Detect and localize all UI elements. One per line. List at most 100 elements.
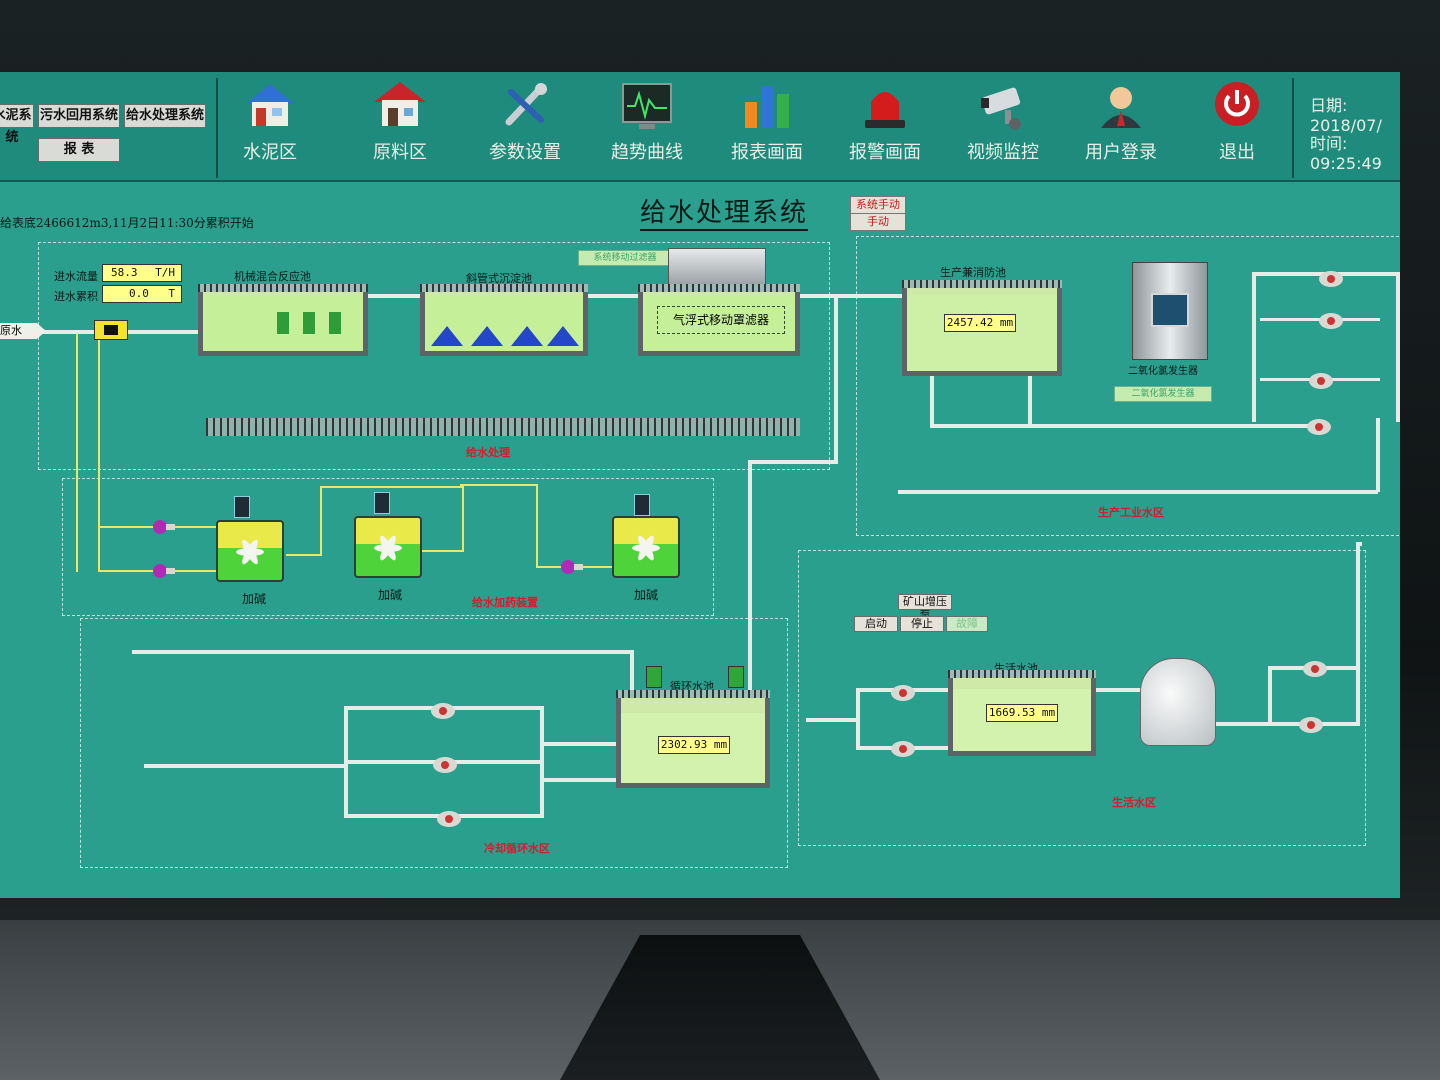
time-value: 09:25:49: [1310, 154, 1382, 173]
tank-fill: [907, 295, 1057, 371]
filter-machine-icon: [668, 248, 766, 286]
nav-report-screen[interactable]: 报表画面: [712, 80, 822, 176]
pump-icon[interactable]: [1318, 270, 1344, 288]
mixing-reaction-tank: [198, 284, 368, 356]
chlorine-generator-icon: [1132, 262, 1208, 360]
pipe: [144, 764, 348, 768]
pipe: [930, 372, 934, 426]
pipe: [540, 778, 620, 782]
report-button[interactable]: 报 表: [38, 138, 120, 162]
nav-exit[interactable]: 退出: [1182, 80, 1292, 176]
tab-water-supply[interactable]: 给水处理系统: [124, 104, 206, 128]
tab-wastewater-reuse[interactable]: 污水回用系统: [38, 104, 120, 128]
inlet-valve[interactable]: [94, 320, 128, 340]
total-label: 进水累积: [54, 290, 98, 303]
alarm-light-icon: [857, 80, 913, 132]
nav-cement-area[interactable]: 水泥区: [215, 80, 325, 176]
motor-icon: [234, 496, 250, 518]
pump-icon[interactable]: [1306, 418, 1332, 436]
dosing-tank-3[interactable]: [612, 516, 680, 578]
generator-panel: [1151, 293, 1189, 327]
mixer-label: 加碱: [634, 588, 659, 602]
pipe: [1396, 272, 1400, 422]
nav-label: 报警画面: [849, 142, 921, 163]
nav-trend-curves[interactable]: 趋势曲线: [592, 80, 702, 176]
bar-chart-icon: [739, 80, 795, 132]
industrial-pipe: [898, 490, 1378, 494]
agitator-icon: [329, 312, 341, 334]
trend-monitor-icon: [619, 80, 675, 132]
pipe: [540, 742, 620, 746]
pump-icon[interactable]: [1298, 716, 1324, 734]
pipe: [540, 706, 544, 818]
cooling-zone: [80, 618, 788, 868]
nav-label: 报表画面: [731, 142, 803, 163]
meter-note: 给表底2466612m3,11月2日11:30分累积开始: [0, 216, 254, 230]
pipe: [1028, 372, 1032, 426]
nav-label: 参数设置: [489, 142, 561, 163]
tank-grating: [616, 690, 770, 698]
filter-banner: 系统移动过滤器: [578, 250, 672, 266]
pipe: [1094, 688, 1144, 692]
total-value: 0.0: [129, 287, 149, 300]
pump-icon[interactable]: [432, 756, 458, 774]
nav-separator: [1292, 78, 1294, 178]
tank-grating: [948, 670, 1096, 678]
time-label: 时间:: [1310, 134, 1348, 153]
pipe: [1358, 542, 1362, 546]
settler-cones: [431, 326, 579, 346]
pump-icon[interactable]: [890, 740, 916, 758]
pipe: [366, 294, 422, 298]
booster-pump-title: 矿山增压泵: [898, 594, 952, 622]
domestic-zone: [798, 550, 1366, 846]
house-red-roof-icon: [372, 80, 428, 132]
pipe: [800, 294, 902, 298]
pipe: [1356, 542, 1360, 726]
pump-icon[interactable]: [430, 702, 456, 720]
scada-screen: 水泥系统 污水回用系统 给水处理系统 报 表 水泥区 原料区 参数设置: [0, 72, 1400, 898]
flow-value: 58.3: [111, 266, 138, 279]
dosing-pipe: [320, 486, 322, 556]
fault-indicator: 故障: [946, 616, 988, 632]
nav-label: 用户登录: [1085, 142, 1157, 163]
pump-icon[interactable]: [890, 684, 916, 702]
tab-cement-system[interactable]: 水泥系统: [0, 104, 34, 145]
filter-label: 气浮式移动罩滤器: [657, 306, 785, 334]
dosing-pump-icon[interactable]: [558, 558, 584, 576]
dosing-tank-2[interactable]: [354, 516, 422, 578]
nav-user-login[interactable]: 用户登录: [1066, 80, 1176, 176]
dosing-pipe: [460, 484, 538, 486]
cctv-camera-icon: [975, 80, 1031, 132]
pump-icon[interactable]: [1318, 312, 1344, 330]
start-button[interactable]: 启动: [854, 616, 898, 632]
stop-button[interactable]: 停止: [900, 616, 944, 632]
dosing-pump-icon[interactable]: [150, 562, 176, 580]
nav-raw-material-area[interactable]: 原料区: [345, 80, 455, 176]
pipe: [748, 460, 752, 700]
dosing-tank-1[interactable]: [216, 520, 284, 582]
nav-alarm-screen[interactable]: 报警画面: [830, 80, 940, 176]
pump-icon[interactable]: [1308, 372, 1334, 390]
dosing-pipe: [536, 484, 538, 568]
system-manual-button[interactable]: 系统手动: [850, 196, 906, 214]
tank-label: 机械混合反应池: [234, 270, 311, 283]
dosing-pump-icon[interactable]: [150, 518, 176, 536]
wrench-icon: [497, 80, 553, 132]
chlorine-label: 二氧化氯发生器: [1128, 366, 1198, 377]
time-display: 时间: 09:25:49: [1310, 130, 1400, 173]
industrial-zone-label: 生产工业水区: [1098, 506, 1164, 519]
pipe: [586, 294, 640, 298]
nav-video-monitor[interactable]: 视频监控: [948, 80, 1058, 176]
tank-label: 生产兼消防池: [940, 266, 1006, 279]
pump-icon[interactable]: [436, 810, 462, 828]
dosing-pipe: [98, 334, 100, 572]
level-sensor-icon: [728, 666, 744, 688]
nav-parameter-settings[interactable]: 参数设置: [470, 80, 580, 176]
agitator-icon: [303, 312, 315, 334]
manual-button[interactable]: 手动: [850, 213, 906, 231]
dosing-zone-label: 给水加药装置: [472, 596, 538, 609]
mixer-label: 加碱: [378, 588, 403, 602]
pump-icon[interactable]: [1302, 660, 1328, 678]
tank-grating: [420, 284, 588, 292]
